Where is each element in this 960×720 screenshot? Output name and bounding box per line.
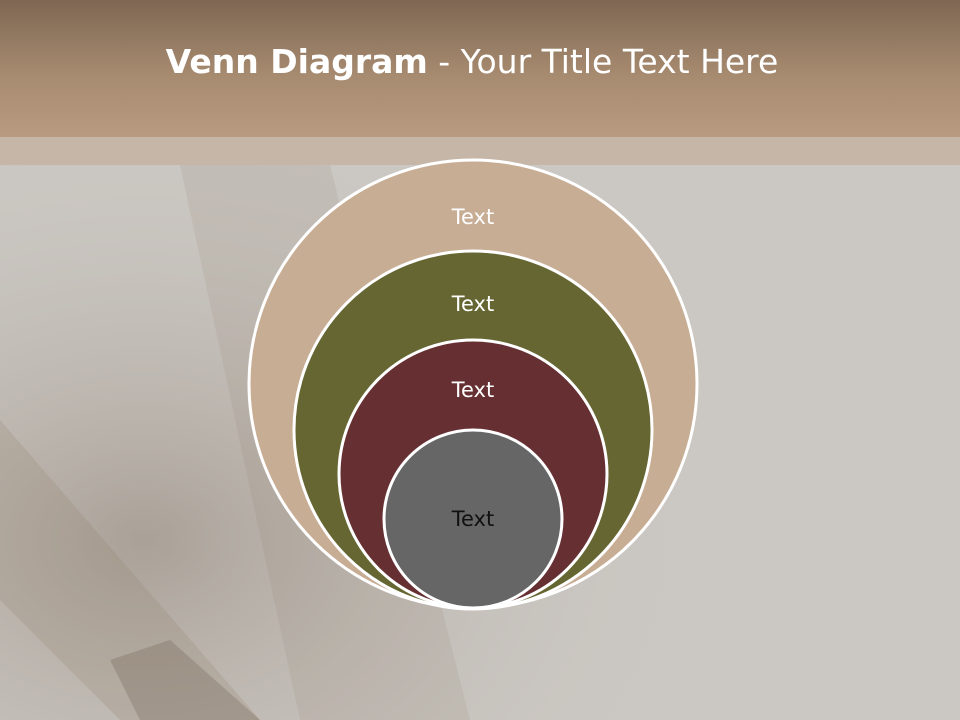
title-bold-part: Venn Diagram bbox=[165, 42, 428, 81]
venn-label-third: Text bbox=[451, 378, 495, 402]
venn-label-second: Text bbox=[451, 292, 495, 316]
header-band bbox=[0, 0, 960, 137]
venn-label-inner: Text bbox=[451, 507, 495, 531]
venn-label-outer: Text bbox=[451, 205, 495, 229]
slide-title: Venn Diagram - Your Title Text Here bbox=[0, 40, 944, 84]
venn-circle-inner bbox=[382, 428, 564, 610]
title-regular-part: - Your Title Text Here bbox=[427, 42, 779, 81]
